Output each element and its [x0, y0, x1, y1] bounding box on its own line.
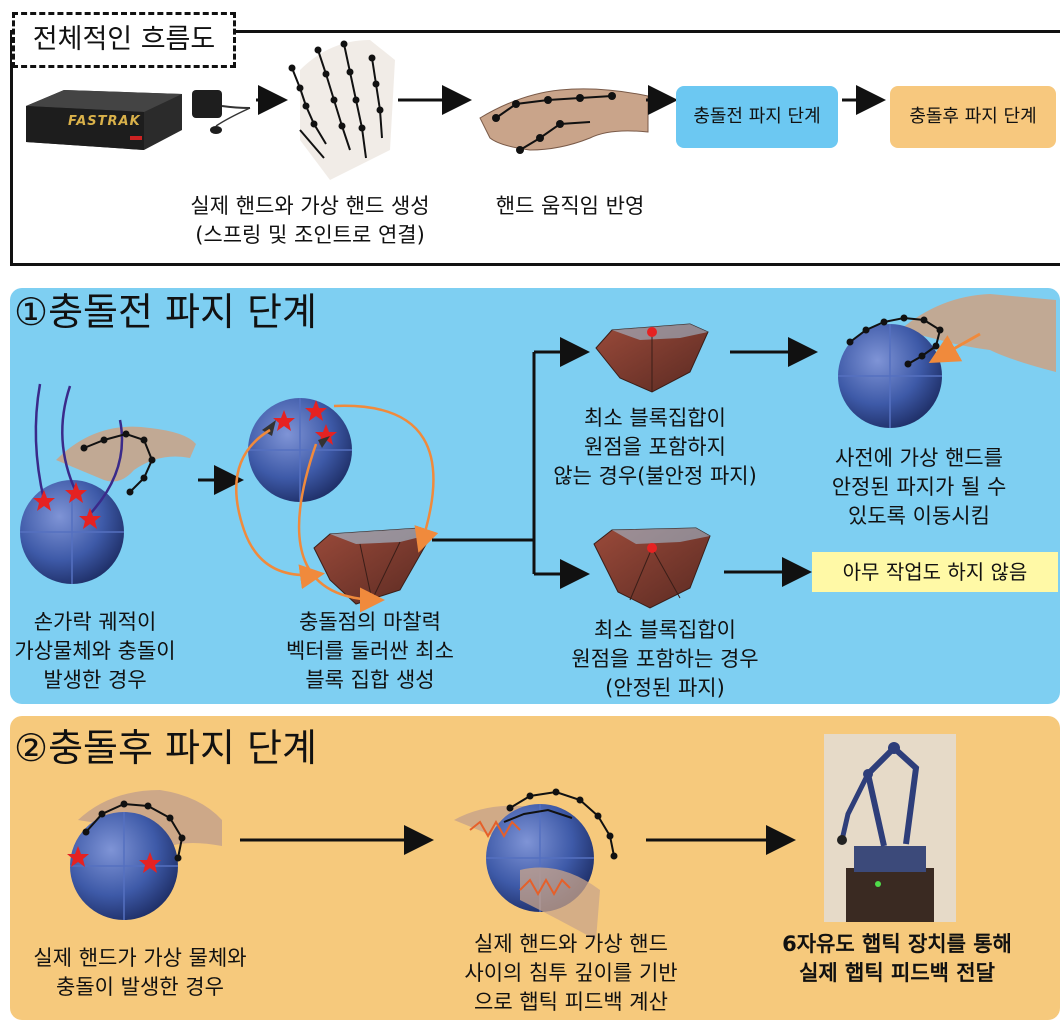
real-hand-collision-icon — [67, 790, 222, 920]
caption-penetration-feedback: 실제 핸드와 가상 핸드 사이의 침투 깊이를 기반 으로 햅틱 피드백 계산 — [436, 930, 706, 1017]
caption-haptic-device: 6자유도 햅틱 장치를 통해 실제 햅틱 피드백 전달 — [752, 930, 1042, 988]
penetration-depth-icon — [454, 789, 618, 941]
haptic-device-photo — [824, 734, 956, 922]
caption-real-hand-collision: 실제 핸드가 가상 물체와 충돌이 발생한 경우 — [0, 944, 280, 1002]
